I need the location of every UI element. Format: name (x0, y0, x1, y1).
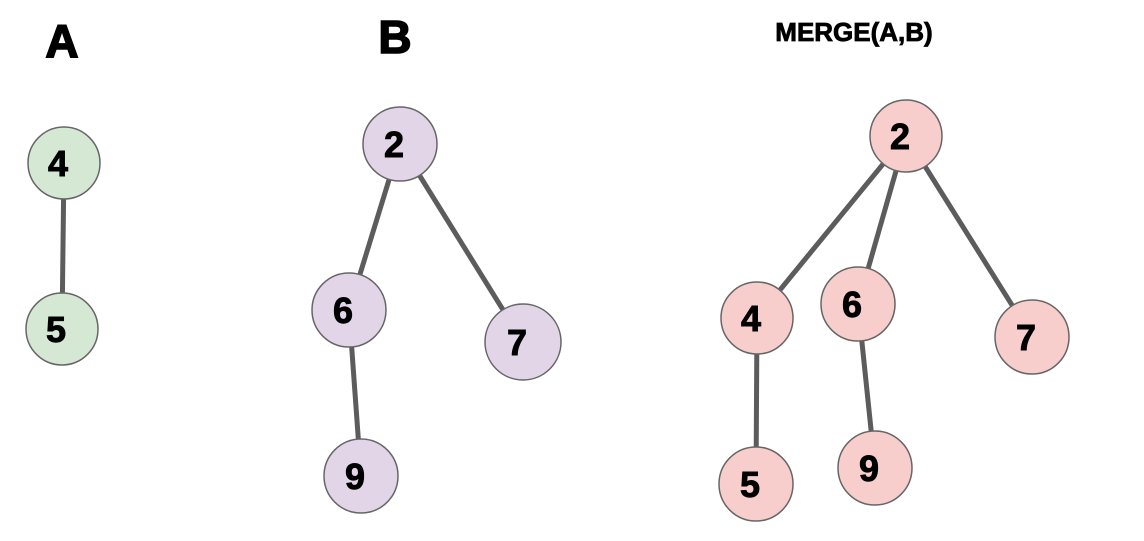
tree-b-node-7-circle (484, 303, 562, 381)
tree-merge-node-5: 5 (718, 446, 794, 522)
tree-b: B 2 6 7 9 (311, 10, 562, 514)
tree-merge-node-5-value: 5 (740, 464, 760, 505)
tree-b-node-2-circle (362, 106, 438, 182)
tree-merge-label: MERGE(A,B) (775, 17, 932, 47)
tree-b-node-6: 6 (311, 272, 387, 348)
tree-b-node-7: 7 (484, 303, 562, 381)
tree-merge-edge-2-7 (903, 134, 1035, 339)
tree-b-label: B (378, 11, 411, 63)
tree-b-node-2: 2 (362, 106, 438, 182)
tree-merge-node-2: 2 (869, 99, 943, 173)
tree-merge-node-4: 4 (720, 281, 794, 355)
tree-merge-node-9: 9 (837, 430, 913, 506)
tree-merge-node-6-circle (820, 266, 896, 342)
tree-a-label: A (45, 15, 78, 67)
tree-merge-node-6-value: 6 (842, 284, 862, 325)
tree-a-node-4-value: 4 (48, 143, 68, 184)
tree-b-node-7-value: 7 (507, 322, 527, 363)
tree-b-node-2-value: 2 (384, 124, 404, 165)
tree-merge-node-7: 7 (994, 299, 1070, 375)
tree-b-node-9-circle (323, 438, 399, 514)
tree-merge: MERGE(A,B) 2 4 6 7 5 9 (718, 17, 1070, 522)
tree-merge-node-2-value: 2 (890, 116, 910, 157)
tree-merge-node-7-circle (994, 299, 1070, 375)
tree-b-node-9-value: 9 (345, 456, 365, 497)
tree-merge-node-2-circle (869, 99, 943, 173)
tree-merge-node-5-circle (718, 446, 794, 522)
tree-merge-node-6: 6 (820, 266, 896, 342)
tree-merge-node-9-circle (837, 430, 913, 506)
tree-merge-edge-2-4 (755, 134, 908, 320)
tree-a-node-4: 4 (27, 126, 101, 200)
tree-b-node-9: 9 (323, 438, 399, 514)
tree-merge-node-4-value: 4 (741, 298, 761, 339)
tree-merge-node-7-value: 7 (1016, 317, 1036, 358)
tree-a-node-4-circle (27, 126, 101, 200)
tree-b-node-6-value: 6 (333, 290, 353, 331)
tree-a-node-5-value: 5 (46, 309, 66, 350)
tree-b-edge-2-7 (397, 142, 526, 344)
tree-a-node-5-circle (25, 292, 99, 366)
tree-a-node-5: 5 (25, 292, 99, 366)
tree-merge-node-4-circle (720, 281, 794, 355)
tree-a: A 4 5 (25, 14, 101, 366)
tree-b-node-6-circle (311, 272, 387, 348)
tree-merge-node-9-value: 9 (859, 448, 879, 489)
